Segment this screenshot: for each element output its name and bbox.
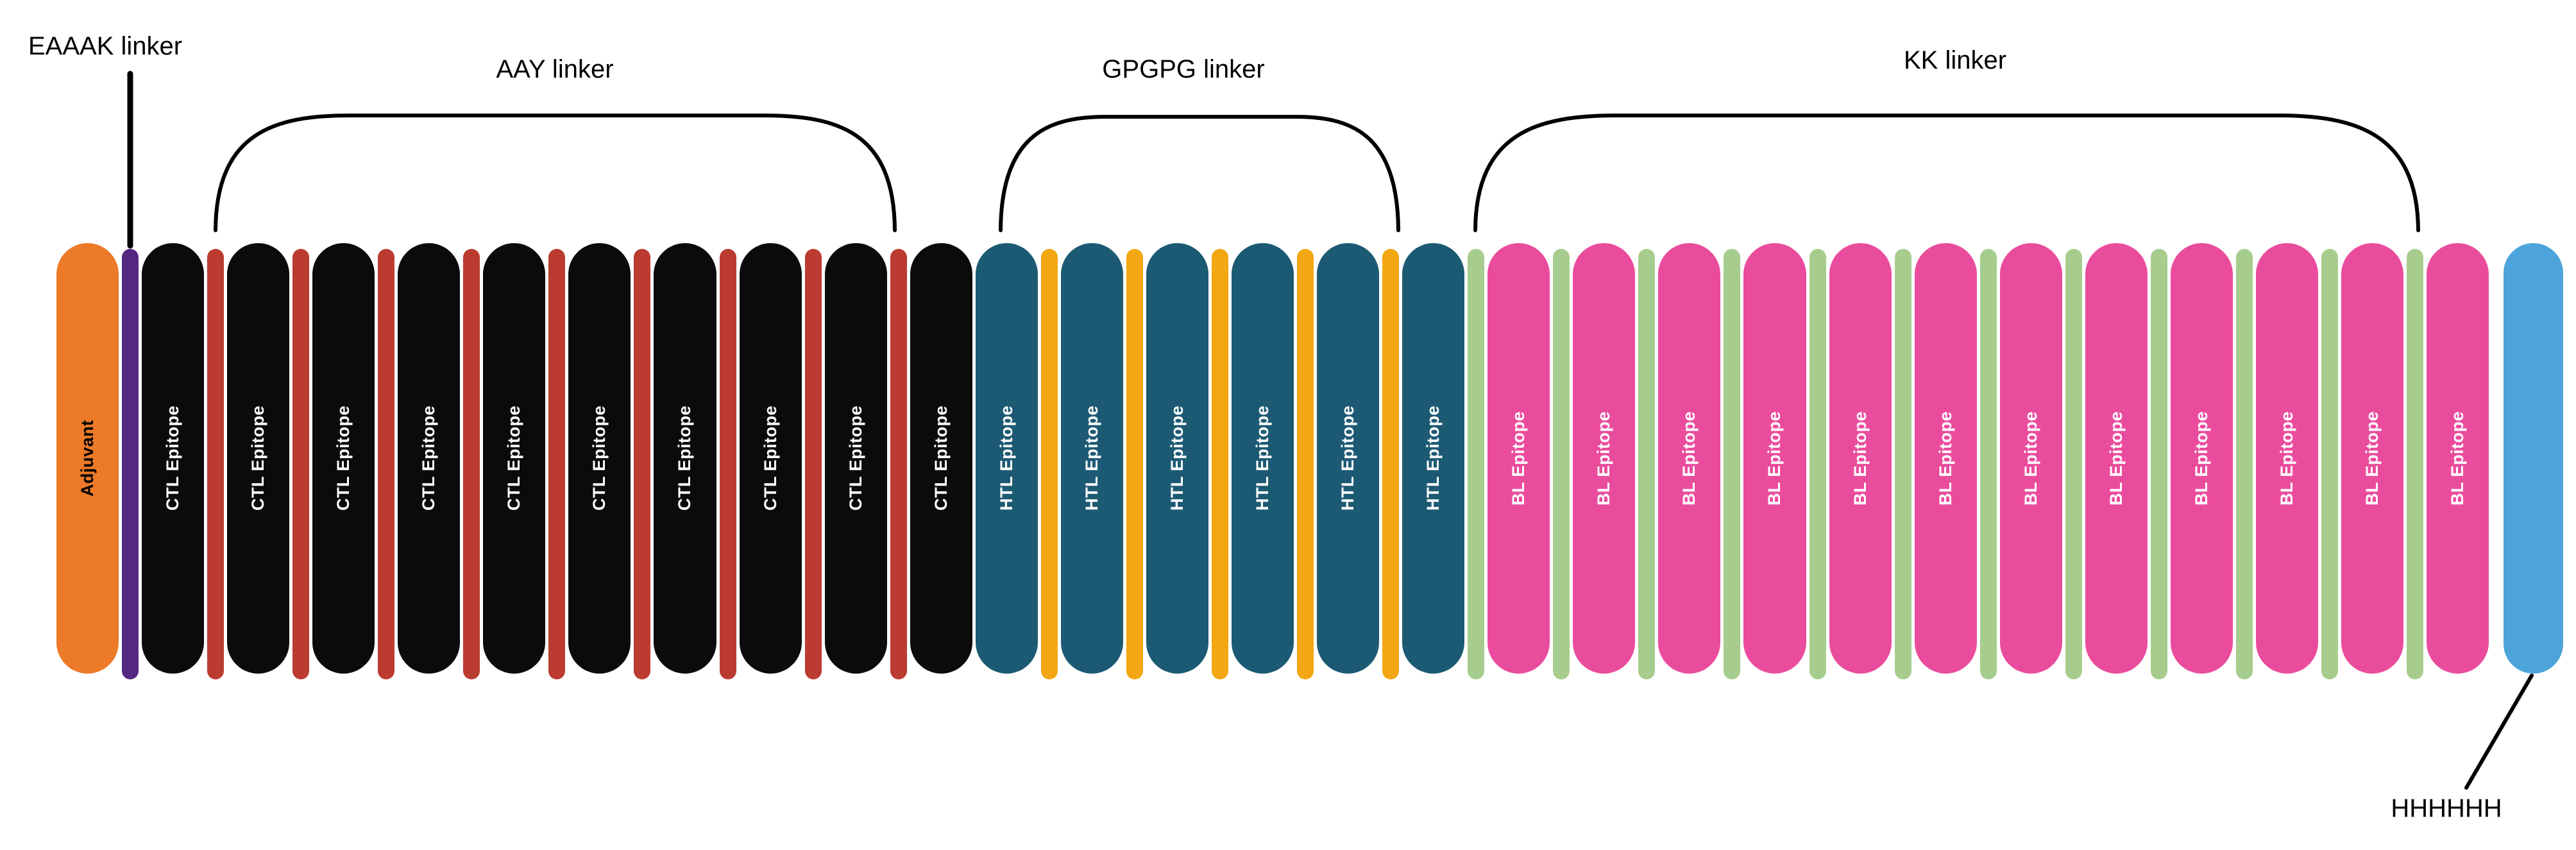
kk-bar xyxy=(2065,249,2082,679)
aay-bar xyxy=(292,249,310,679)
aay-bar xyxy=(890,249,907,679)
kk-linker-label: KK linker xyxy=(1903,46,2007,74)
ctl-bar: CTL Epitope xyxy=(483,243,546,674)
gpgpg-bar xyxy=(1382,249,1400,679)
ctl-label: CTL Epitope xyxy=(675,405,695,511)
htl-bar: HTL Epitope xyxy=(1317,243,1380,674)
bl-label: BL Epitope xyxy=(1509,411,1529,506)
gpgpg-bar xyxy=(1297,249,1314,679)
htl-label: HTL Epitope xyxy=(996,405,1016,511)
kk-bar xyxy=(2321,249,2339,679)
bl-label: BL Epitope xyxy=(1850,411,1870,506)
ctl-bar: CTL Epitope xyxy=(910,243,972,674)
ctl-label: CTL Epitope xyxy=(760,405,780,511)
htl-bar: HTL Epitope xyxy=(975,243,1038,674)
gpgpg-brace xyxy=(999,115,1400,232)
bl-label: BL Epitope xyxy=(2362,411,2382,506)
htl-label: HTL Epitope xyxy=(1253,405,1273,511)
aay-bar xyxy=(804,249,822,679)
htl-label: HTL Epitope xyxy=(1081,405,1101,511)
his-pointer-line xyxy=(2464,674,2534,790)
kk-brace xyxy=(1473,114,2420,232)
eaaak-linker-label: EAAAK linker xyxy=(28,32,183,60)
kk-bar xyxy=(1809,249,1826,679)
htl-label: HTL Epitope xyxy=(1338,405,1358,511)
adjuvant-bar: Adjuvant xyxy=(56,243,119,674)
bl-bar: BL Epitope xyxy=(2255,243,2319,674)
aay-bar xyxy=(207,249,225,679)
kk-bar xyxy=(2150,249,2167,679)
ctl-bar: CTL Epitope xyxy=(227,243,290,674)
ctl-label: CTL Epitope xyxy=(589,405,609,511)
bl-bar: BL Epitope xyxy=(1743,243,1806,674)
aay-bar xyxy=(634,249,651,679)
kk-bar xyxy=(1638,249,1656,679)
ctl-bar: CTL Epitope xyxy=(739,243,802,674)
aay-bar xyxy=(463,249,480,679)
aay-brace xyxy=(214,114,897,232)
ctl-bar: CTL Epitope xyxy=(568,243,631,674)
bl-label: BL Epitope xyxy=(2021,411,2040,506)
ctl-bar: CTL Epitope xyxy=(654,243,716,674)
htl-label: HTL Epitope xyxy=(1423,405,1443,511)
kk-bar xyxy=(1724,249,1741,679)
bl-bar: BL Epitope xyxy=(1487,243,1550,674)
bl-label: BL Epitope xyxy=(1765,411,1784,506)
ctl-label: CTL Epitope xyxy=(504,405,524,511)
bl-label: BL Epitope xyxy=(2106,411,2126,506)
bl-bar: BL Epitope xyxy=(1999,243,2062,674)
ctl-label: CTL Epitope xyxy=(334,405,353,511)
ctl-label: CTL Epitope xyxy=(419,405,439,511)
bl-bar: BL Epitope xyxy=(1914,243,1977,674)
aay-bar xyxy=(548,249,566,679)
ctl-bar: CTL Epitope xyxy=(398,243,461,674)
bl-bar: BL Epitope xyxy=(2341,243,2404,674)
aay-linker-label: AAY linker xyxy=(496,55,614,83)
bl-bar: BL Epitope xyxy=(1829,243,1892,674)
kk-bar xyxy=(1468,249,1485,679)
eaaak-bar xyxy=(122,249,139,679)
bl-bar: BL Epitope xyxy=(2427,243,2489,674)
bl-label: BL Epitope xyxy=(2276,411,2296,506)
htl-bar: HTL Epitope xyxy=(1402,243,1465,674)
aay-bar xyxy=(719,249,736,679)
ctl-bar: CTL Epitope xyxy=(142,243,205,674)
bl-label: BL Epitope xyxy=(1935,411,1955,506)
bl-label: BL Epitope xyxy=(2191,411,2211,506)
construct-track: Adjuvant CTL Epitope CTL Epitope CTL Epitop… xyxy=(56,243,2564,679)
kk-bar xyxy=(1894,249,1911,679)
bl-label: BL Epitope xyxy=(1679,411,1699,506)
htl-bar: HTL Epitope xyxy=(1060,243,1123,674)
ctl-label: CTL Epitope xyxy=(931,405,951,511)
ctl-label: CTL Epitope xyxy=(845,405,865,511)
htl-bar: HTL Epitope xyxy=(1232,243,1294,674)
his-tag-label: HHHHHH xyxy=(2391,794,2502,822)
ctl-bar: CTL Epitope xyxy=(312,243,375,674)
ctl-label: CTL Epitope xyxy=(248,405,268,511)
ctl-bar: CTL Epitope xyxy=(824,243,887,674)
kk-bar xyxy=(1553,249,1570,679)
gpgpg-linker-label: GPGPG linker xyxy=(1102,55,1265,83)
htl-bar: HTL Epitope xyxy=(1146,243,1209,674)
bl-bar: BL Epitope xyxy=(1573,243,1636,674)
aay-bar xyxy=(378,249,395,679)
kk-bar xyxy=(2235,249,2253,679)
bl-label: BL Epitope xyxy=(2448,411,2468,506)
adjuvant-label: Adjuvant xyxy=(78,420,97,497)
gpgpg-bar xyxy=(1040,249,1058,679)
bl-bar: BL Epitope xyxy=(2170,243,2233,674)
his-bar xyxy=(2504,243,2564,674)
kk-bar xyxy=(1979,249,1997,679)
ctl-label: CTL Epitope xyxy=(163,405,183,511)
htl-label: HTL Epitope xyxy=(1167,405,1187,511)
bl-bar: BL Epitope xyxy=(1658,243,1721,674)
kk-bar xyxy=(2407,249,2424,679)
bl-label: BL Epitope xyxy=(1594,411,1614,506)
bl-bar: BL Epitope xyxy=(2085,243,2148,674)
gpgpg-bar xyxy=(1126,249,1143,679)
gpgpg-bar xyxy=(1212,249,1229,679)
